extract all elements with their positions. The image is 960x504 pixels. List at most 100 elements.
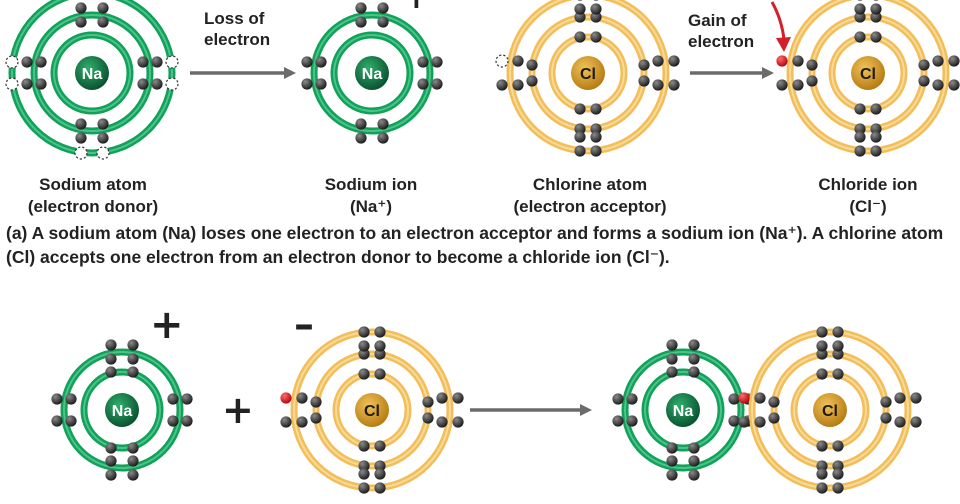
electron <box>638 75 650 87</box>
electron <box>688 366 700 378</box>
electron-vacancy <box>74 146 88 160</box>
electron <box>431 56 443 68</box>
electron <box>452 392 464 404</box>
electron <box>431 78 443 90</box>
electron <box>638 59 650 71</box>
electron <box>666 455 678 467</box>
chlorine-shell-2-highlight <box>773 353 887 467</box>
electron <box>358 482 370 494</box>
electron <box>666 469 678 481</box>
chlorine-atom-label-line1: Chlorine atom <box>532 175 648 194</box>
electron <box>574 131 586 143</box>
electron <box>832 348 844 360</box>
chloride-ion: Cl <box>776 0 960 157</box>
electron <box>374 368 386 380</box>
electron-vacancy <box>165 55 179 69</box>
electron <box>768 396 780 408</box>
sodium-shell-2-highlight <box>624 351 742 469</box>
electron <box>75 16 87 28</box>
electron <box>181 393 193 405</box>
chlorine-symbol: Cl <box>364 403 380 420</box>
sodium-ion-label-line1: Sodium ion <box>324 175 418 194</box>
electron <box>816 340 828 352</box>
electron <box>854 123 866 135</box>
electron <box>688 469 700 481</box>
electron <box>97 16 109 28</box>
electron <box>315 56 327 68</box>
chlorine-atom-label-line2: (electron acceptor) <box>513 197 667 216</box>
electron <box>167 415 179 427</box>
electron <box>137 56 149 68</box>
electron <box>870 123 882 135</box>
electron <box>806 75 818 87</box>
electron <box>870 131 882 143</box>
sodium-shell-3-highlight <box>11 0 173 154</box>
electron <box>526 75 538 87</box>
electron <box>652 79 664 91</box>
electron <box>816 440 828 452</box>
chlorine-shell-2-highlight <box>811 16 925 130</box>
chlorine-shell-3-highlight <box>751 331 909 489</box>
electron-vacancy <box>5 55 19 69</box>
electron <box>97 2 109 14</box>
electron <box>377 2 389 14</box>
electron <box>854 31 866 43</box>
sodium-symbol: Na <box>112 403 133 420</box>
chlorine-symbol: Cl <box>860 66 876 83</box>
electron <box>593 0 599 1</box>
electron <box>754 416 766 428</box>
electron <box>574 123 586 135</box>
electron <box>832 326 844 338</box>
electron <box>75 2 87 14</box>
electron <box>590 131 602 143</box>
chlorine-shell-3-highlight <box>509 0 667 152</box>
electron <box>417 56 429 68</box>
electron <box>590 11 602 23</box>
electron <box>688 455 700 467</box>
electron <box>668 55 680 67</box>
chlorine-symbol: Cl <box>580 66 596 83</box>
electron <box>151 56 163 68</box>
electron <box>21 56 33 68</box>
electron <box>910 416 922 428</box>
electron <box>776 55 788 67</box>
electron <box>97 118 109 130</box>
electron <box>127 353 139 365</box>
electron <box>728 415 740 427</box>
electron <box>310 396 322 408</box>
chloride-ion-bottom: Cl <box>280 326 464 494</box>
gain-label-line2: electron <box>688 32 755 51</box>
electron <box>374 460 386 472</box>
electron <box>666 353 678 365</box>
chlorine-nucleus <box>355 393 389 427</box>
electron <box>666 366 678 378</box>
electron <box>105 353 117 365</box>
electron <box>873 0 879 1</box>
electron <box>358 348 370 360</box>
loss-label-line2: electron <box>204 30 271 49</box>
electron <box>870 103 882 115</box>
electron <box>296 416 308 428</box>
electron <box>75 132 87 144</box>
electron <box>894 416 906 428</box>
chlorine-shell-1-highlight <box>335 373 409 447</box>
chlorine-nucleus <box>571 56 605 90</box>
electron <box>738 416 750 428</box>
electron <box>590 123 602 135</box>
electron <box>355 132 367 144</box>
electron <box>377 118 389 130</box>
electron <box>315 78 327 90</box>
electron <box>932 55 944 67</box>
electron <box>854 131 866 143</box>
electron-vacancy <box>165 77 179 91</box>
chloride-ion-minus-charge: – <box>294 302 314 348</box>
electron <box>310 412 322 424</box>
sodium-shell-2-highlight <box>33 14 151 132</box>
electron <box>51 415 63 427</box>
electron <box>880 412 892 424</box>
chloride-ion-in-compound: Cl <box>738 326 922 494</box>
electron <box>754 392 766 404</box>
electron <box>688 353 700 365</box>
electron <box>857 0 863 1</box>
